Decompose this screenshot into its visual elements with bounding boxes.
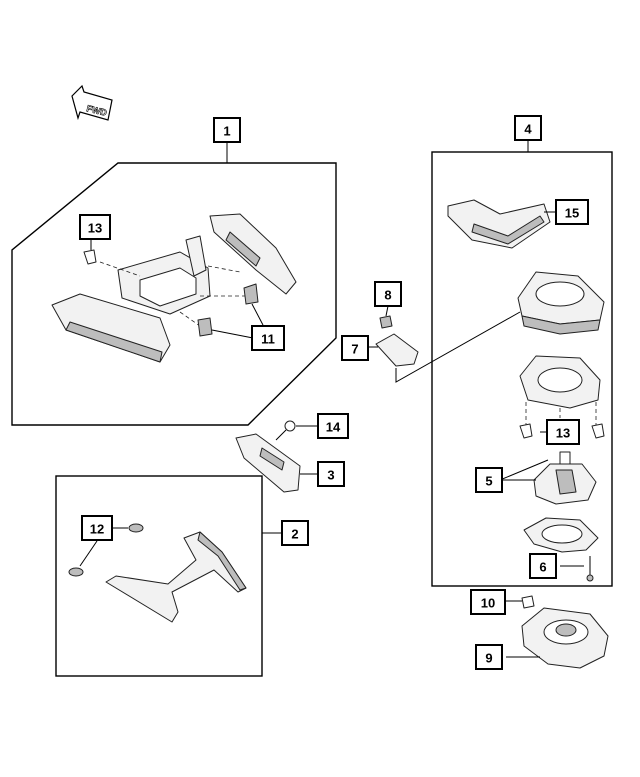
clip-11-b — [197, 317, 213, 337]
callout-14: 14 — [317, 413, 349, 439]
leader-5 — [499, 459, 549, 481]
callout-box — [374, 281, 402, 307]
callout-label: 2 — [291, 527, 298, 542]
callout-label: 4 — [524, 122, 532, 137]
clip-11-a — [243, 283, 259, 305]
callout-label: 6 — [539, 560, 546, 575]
callout-box — [79, 214, 111, 240]
leader-11b — [211, 329, 254, 339]
callout-2: 2 — [281, 520, 309, 546]
callout-box — [470, 589, 506, 615]
callout-3: 3 — [317, 461, 345, 487]
callout-box — [555, 199, 589, 225]
callout-5: 5 — [475, 467, 503, 493]
callout-box — [281, 520, 309, 546]
callout-box — [546, 419, 580, 445]
leader-12b — [79, 540, 98, 567]
leader-8 — [385, 305, 389, 317]
callout-9: 9 — [475, 644, 503, 670]
callout-label: 13 — [88, 221, 102, 236]
callout-10: 10 — [470, 589, 506, 615]
boot-housing — [517, 271, 605, 335]
callout-box — [341, 335, 369, 361]
screw-part-14 — [275, 420, 296, 441]
assembly-2-frame — [55, 475, 263, 677]
ring-part-6 — [523, 517, 599, 553]
bezel-part-15 — [447, 199, 551, 249]
callout-4: 4 — [514, 115, 542, 141]
clip-12-a — [128, 523, 144, 533]
callout-13b: 13 — [546, 419, 580, 445]
clip-12-b — [68, 567, 84, 577]
callout-11: 11 — [251, 325, 285, 351]
callout-6: 6 — [529, 553, 557, 579]
bezel-frame — [519, 355, 601, 426]
callout-label: 5 — [485, 474, 492, 489]
callout-box — [213, 117, 241, 143]
callout-box — [514, 115, 542, 141]
callout-box — [475, 644, 503, 670]
callout-box — [475, 467, 503, 493]
callout-13a: 13 — [79, 214, 111, 240]
callout-label: 9 — [485, 651, 492, 666]
cap-part-8 — [379, 315, 393, 329]
bracket-part-3 — [235, 433, 301, 493]
console-trim-panel — [105, 531, 247, 623]
callout-label: 3 — [327, 468, 334, 483]
callout-label: 13 — [556, 426, 570, 441]
shifter-base-part-9 — [521, 607, 609, 669]
assembly-1-frame — [11, 162, 337, 426]
callout-box — [317, 461, 345, 487]
nut-part-10 — [521, 595, 535, 609]
screw-part-6 — [586, 556, 594, 582]
callout-8: 8 — [374, 281, 402, 307]
fastener-13-b — [519, 423, 605, 439]
callout-label: 8 — [384, 288, 391, 303]
callout-label: 11 — [261, 332, 275, 347]
callout-box — [251, 325, 285, 351]
assembly-4-frame — [431, 151, 613, 587]
callout-1: 1 — [213, 117, 241, 143]
glove-box-assembly — [51, 213, 297, 363]
callout-label: 12 — [90, 522, 104, 537]
leader-11a — [251, 303, 264, 326]
callout-label: 1 — [223, 124, 230, 139]
callout-label: 7 — [351, 342, 358, 357]
callout-box — [81, 515, 113, 541]
callout-7: 7 — [341, 335, 369, 361]
callout-15: 15 — [555, 199, 589, 225]
leader-7-to-4 — [395, 311, 521, 383]
callout-label: 15 — [565, 206, 579, 221]
callout-box — [529, 553, 557, 579]
switch-part-7 — [375, 333, 419, 367]
boot-part-5 — [533, 451, 597, 505]
callout-label: 14 — [326, 420, 341, 435]
callout-label: 10 — [481, 596, 495, 611]
callout-12: 12 — [81, 515, 113, 541]
fwd-label: FWD — [86, 103, 109, 118]
fwd-arrow-icon: FWD — [71, 84, 113, 121]
callout-box — [317, 413, 349, 439]
fastener-13-a — [83, 249, 97, 265]
